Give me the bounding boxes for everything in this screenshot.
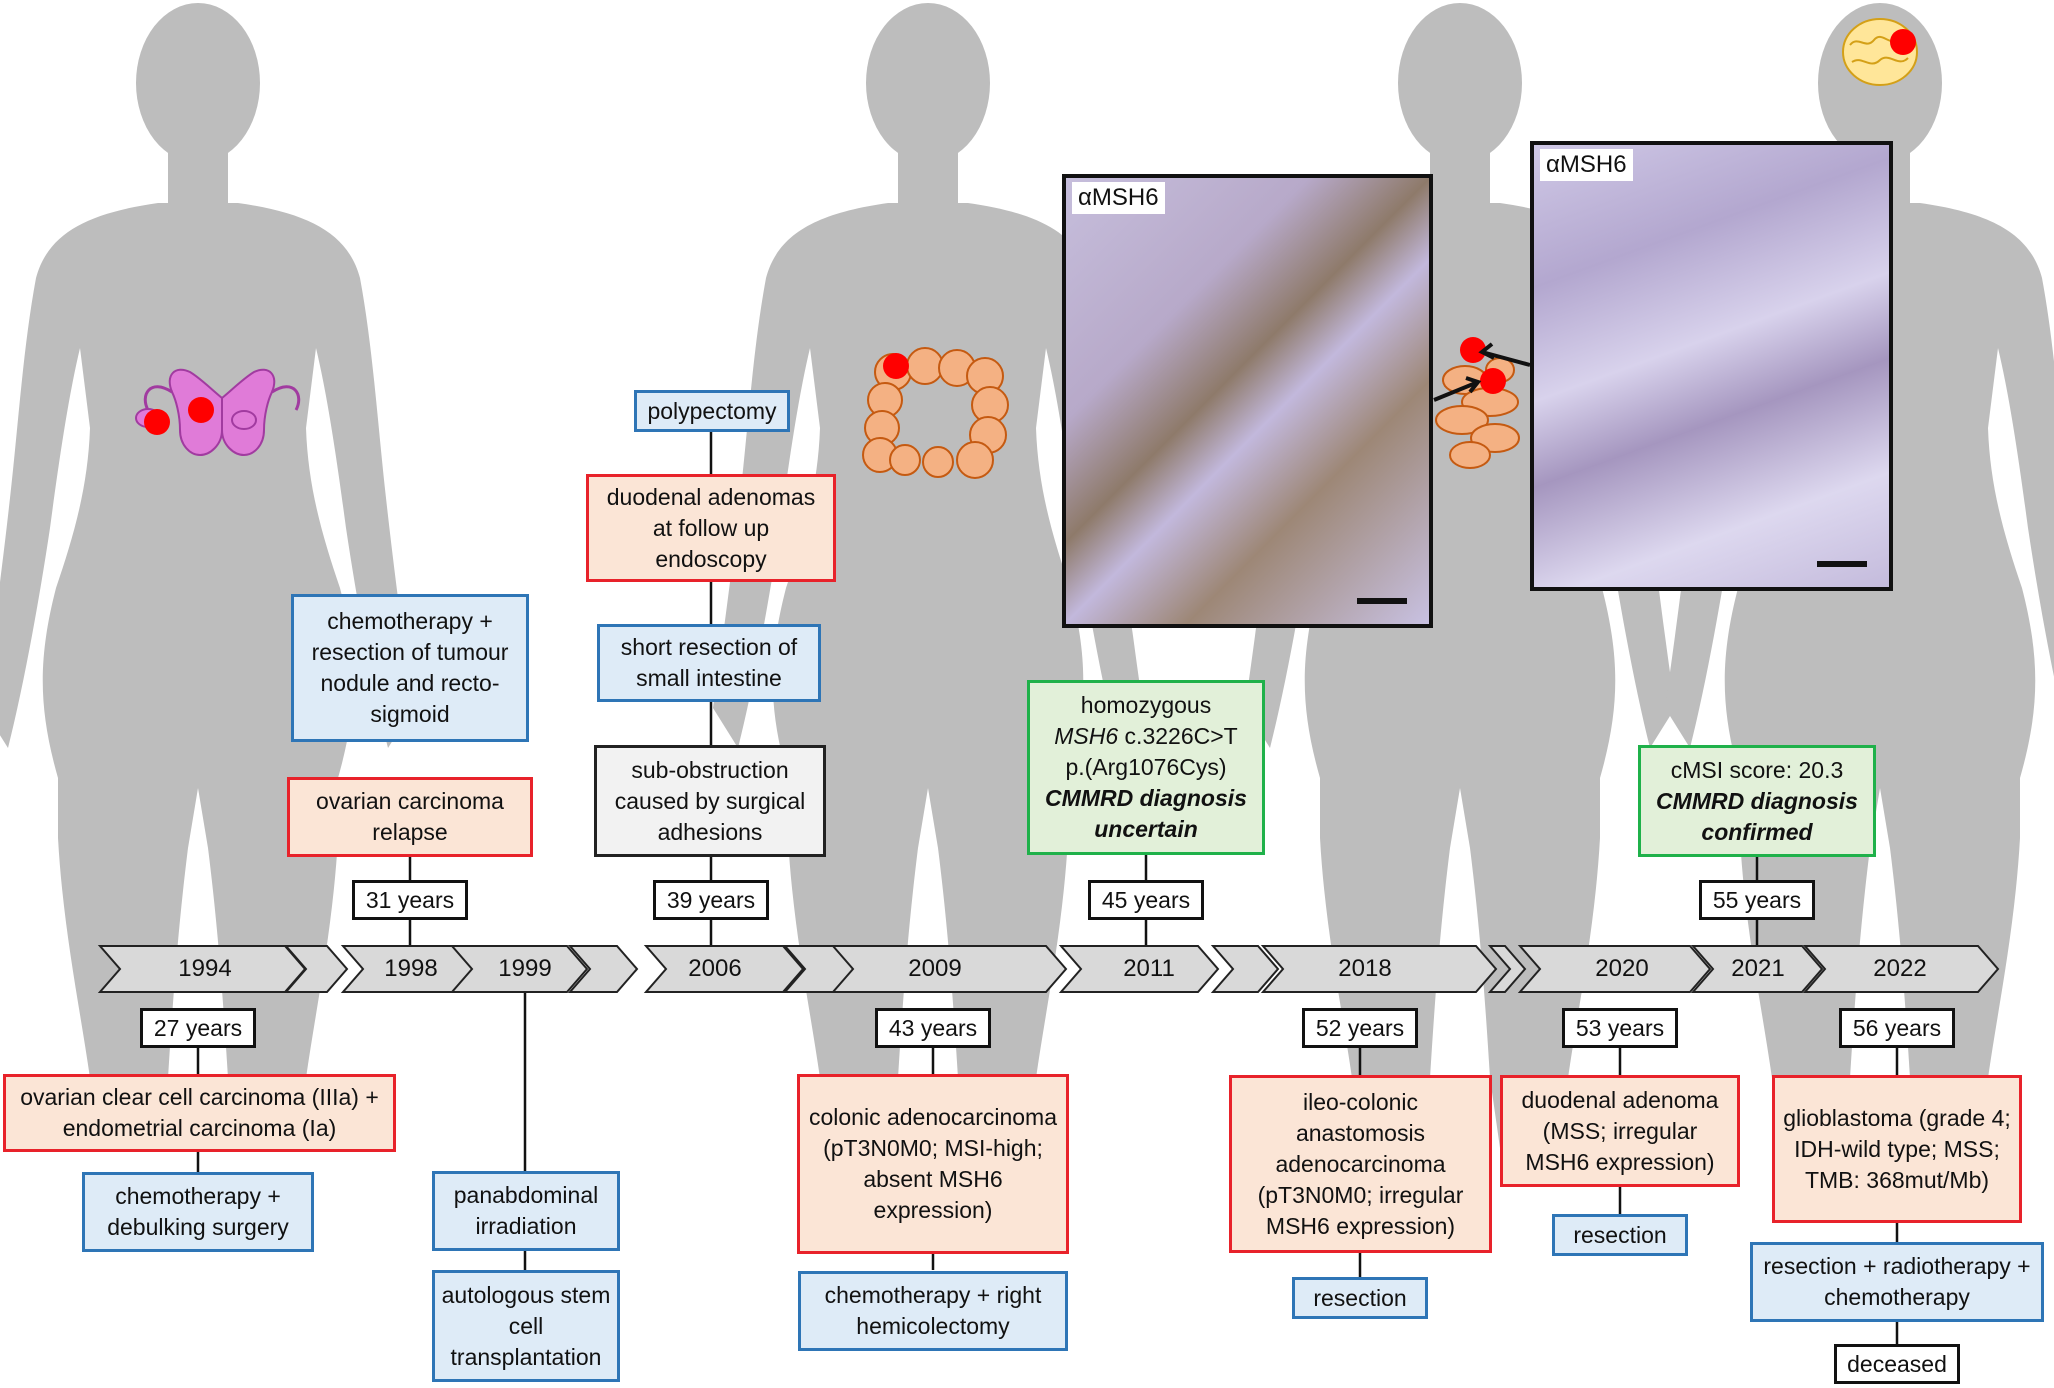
event-2006-intestinal-resection: short resection of small intestine	[597, 624, 821, 702]
year-label: 2020	[1595, 955, 1649, 982]
event-1999-irradiation: panabdominal irradiation	[432, 1171, 620, 1251]
year-label: 2018	[1338, 955, 1392, 982]
tumour-dot	[1480, 368, 1506, 394]
age-box: 53 years	[1562, 1008, 1678, 1048]
tumour-dot	[1460, 337, 1486, 363]
event-1994-diagnosis: ovarian clear cell carcinoma (IIIa) + en…	[3, 1074, 396, 1152]
event-2006-duodenal-adenomas: duodenal adenomas at follow up endoscopy	[586, 474, 836, 582]
age-box: 52 years	[1302, 1008, 1418, 1048]
age-box: 31 years	[352, 880, 468, 920]
age-box: 45 years	[1088, 880, 1204, 920]
brain-icon	[1842, 18, 1918, 86]
event-2022-outcome: deceased	[1834, 1344, 1960, 1384]
event-2006-polypectomy: polypectomy	[634, 390, 790, 432]
tumour-dot	[1890, 29, 1916, 55]
genetic-line: homozygous	[1080, 692, 1212, 718]
ihc-panel-left: αMSH6	[1062, 174, 1433, 628]
age-box: 55 years	[1699, 880, 1815, 920]
panel-label: αMSH6	[1540, 149, 1633, 181]
year-label: 1998	[384, 955, 438, 982]
arrows	[1433, 342, 1531, 402]
event-2022-diagnosis: glioblastoma (grade 4; IDH-wild type; MS…	[1772, 1075, 2022, 1223]
tumour-dot	[144, 409, 170, 435]
event-1994-treatment: chemotherapy + debulking surgery	[82, 1172, 314, 1252]
year-label: 1994	[178, 955, 232, 982]
diagnosis-status: CMMRD diagnosis uncertain	[1045, 785, 1247, 842]
scale-bar	[1817, 561, 1867, 567]
event-2021-genetic-result: cMSI score: 20.3 CMMRD diagnosis confirm…	[1638, 745, 1876, 857]
age-box: 43 years	[875, 1008, 991, 1048]
genetic-line: p.(Arg1076Cys)	[1065, 754, 1227, 780]
event-1998-treatment: chemotherapy + resection of tumour nodul…	[291, 594, 529, 742]
event-2011-genetic-result: homozygous MSH6 c.3226C>T p.(Arg1076Cys)…	[1027, 680, 1265, 855]
event-2022-treatment: resection + radiotherapy + chemotherapy	[1750, 1242, 2044, 1322]
uterus-icon	[135, 368, 301, 457]
year-label: 2009	[908, 955, 962, 982]
event-1999-stem-cell-transplant: autologous stem cell transplantation	[432, 1270, 620, 1382]
event-2020-diagnosis: duodenal adenoma (MSS; irregular MSH6 ex…	[1500, 1075, 1740, 1187]
event-2009-treatment: chemotherapy + right hemicolectomy	[798, 1271, 1068, 1351]
event-2018-treatment: resection	[1292, 1277, 1428, 1319]
timeline	[97, 945, 2000, 993]
tumour-dot	[188, 397, 214, 423]
panel-label: αMSH6	[1072, 182, 1165, 214]
year-label: 2011	[1123, 955, 1175, 982]
age-box: 27 years	[140, 1008, 256, 1048]
variant: c.3226C>T	[1118, 723, 1238, 749]
year-label: 2021	[1731, 955, 1785, 982]
cmsi-score: cMSI score: 20.3	[1670, 756, 1844, 783]
ihc-panel-right: αMSH6	[1530, 141, 1893, 591]
genetic-line: MSH6 c.3226C>T	[1054, 721, 1237, 752]
diagnosis-status: CMMRD diagnosis confirmed	[1656, 787, 1858, 845]
event-2006-sub-obstruction: sub-obstruction caused by surgical adhes…	[594, 745, 826, 857]
scale-bar	[1357, 598, 1407, 604]
age-box: 56 years	[1839, 1008, 1955, 1048]
event-2018-diagnosis: ileo-colonic anastomosis adenocarcinoma …	[1229, 1075, 1492, 1253]
gene-name: MSH6	[1054, 723, 1119, 749]
small-intestine-icon	[1435, 357, 1520, 469]
year-label: 2022	[1873, 955, 1927, 982]
year-label: 2006	[688, 955, 742, 982]
event-2020-treatment: resection	[1552, 1214, 1688, 1256]
year-label: 1999	[498, 955, 552, 982]
event-2009-diagnosis: colonic adenocarcinoma (pT3N0M0; MSI-hig…	[797, 1074, 1069, 1254]
age-box: 39 years	[653, 880, 769, 920]
event-1998-relapse: ovarian carcinoma relapse	[287, 777, 533, 857]
tumour-dot	[883, 353, 909, 379]
